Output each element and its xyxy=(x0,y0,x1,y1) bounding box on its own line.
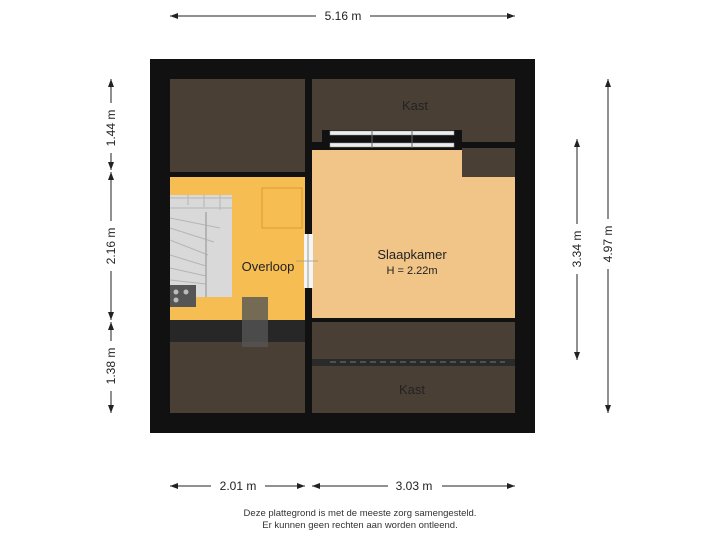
interior-wall xyxy=(170,172,305,177)
disclaimer-line-2: Er kunnen geen rechten aan worden ontlee… xyxy=(262,520,458,531)
roof-window xyxy=(322,130,462,148)
skylight xyxy=(312,359,515,366)
staircase xyxy=(169,195,232,307)
slaapkamer-floor xyxy=(312,150,515,320)
room-height-slaapkamer: H = 2.22m xyxy=(386,265,437,277)
dim-bottom-right: 3.03 m xyxy=(396,479,433,493)
dim-left-top: 1.44 m xyxy=(104,110,118,147)
landing-unit xyxy=(242,297,268,347)
dim-right-outer: 4.97 m xyxy=(601,226,615,263)
kast-bottom xyxy=(312,320,515,413)
room-label-slaapkamer: Slaapkamer xyxy=(377,247,447,262)
room-label-overloop: Overloop xyxy=(242,259,295,274)
interior-wall xyxy=(312,318,515,322)
room-label-kast-top: Kast xyxy=(402,98,428,113)
dim-left-middle: 2.16 m xyxy=(104,228,118,265)
dimension-label-backgrounds xyxy=(103,8,616,494)
dim-top-total: 5.16 m xyxy=(325,9,362,23)
interior-wall xyxy=(462,142,515,148)
knee-wall-shadow xyxy=(170,320,305,342)
dim-right-inner: 3.34 m xyxy=(570,231,584,268)
disclaimer-line-1: Deze plattegrond is met de meeste zorg s… xyxy=(243,508,477,519)
landing-cabinet xyxy=(261,187,303,229)
dim-left-bottom: 1.38 m xyxy=(104,348,118,385)
dim-bottom-left: 2.01 m xyxy=(220,479,257,493)
room-label-kast-bottom: Kast xyxy=(399,382,425,397)
storage-top-left xyxy=(170,79,305,177)
bedroom-door xyxy=(296,234,318,288)
storage-bottom-left xyxy=(170,342,305,413)
